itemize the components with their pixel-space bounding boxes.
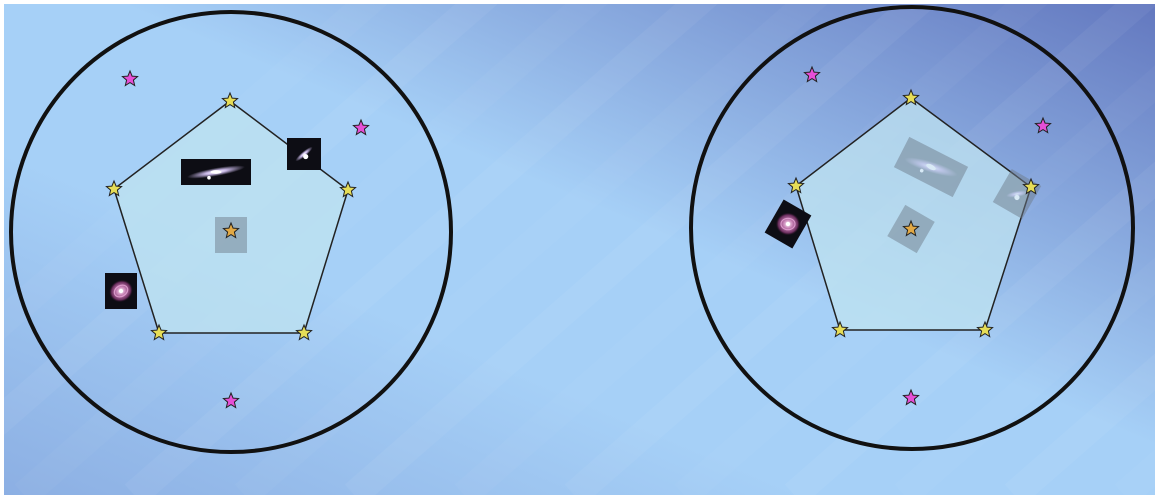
- diagram-canvas: [4, 4, 1155, 495]
- comet-image: [287, 138, 321, 170]
- pentagon-star-diagram: [4, 4, 1155, 495]
- edge-on-galaxy-image: [181, 159, 251, 185]
- spiral-galaxy-image: [105, 273, 137, 309]
